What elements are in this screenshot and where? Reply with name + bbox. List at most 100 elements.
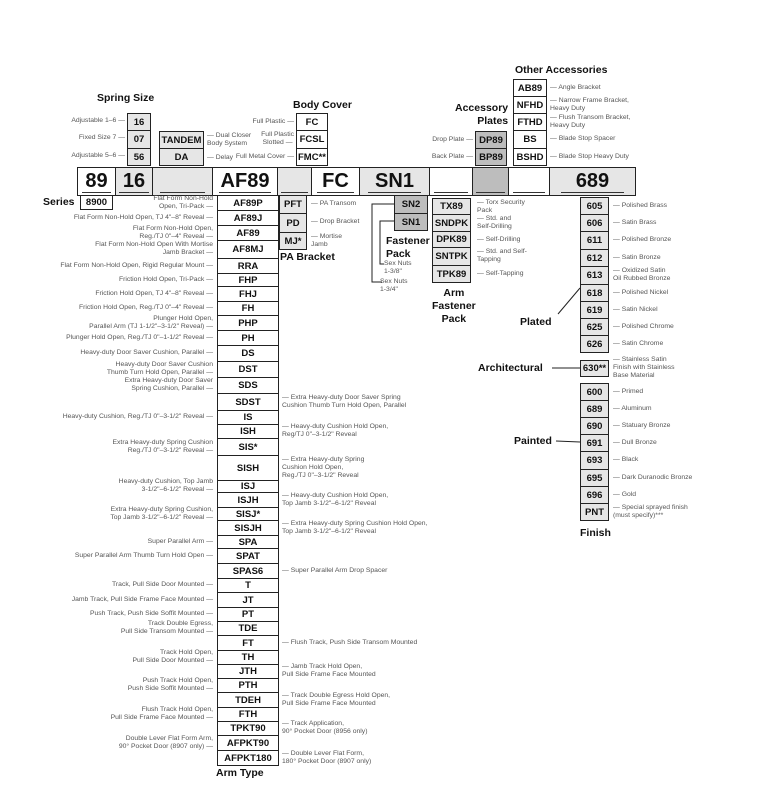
- body-cover-title: Body Cover: [293, 99, 352, 111]
- arm-type-label: Double Lever Flat Form Arm, 90° Pocket D…: [119, 735, 213, 751]
- tandem-option[interactable]: DA: [159, 148, 204, 166]
- finish-label: Polished Chrome: [613, 323, 674, 331]
- arm-fastener-label: Self-Drilling: [477, 236, 521, 244]
- order-field-spring-size[interactable]: 16: [115, 167, 153, 196]
- finish-label: Satin Bronze: [613, 254, 661, 262]
- finish-label: Satin Chrome: [613, 340, 664, 348]
- finish-option[interactable]: 626: [580, 335, 609, 353]
- arm-type-label: Heavy-duty Door Saver Cushion Thumb Turn…: [107, 361, 213, 377]
- finish-label: Aluminum: [613, 405, 651, 413]
- finish-label: Dark Duranodic Bronze: [613, 474, 693, 482]
- pa-bracket-option[interactable]: PFT: [279, 195, 307, 214]
- order-field-arm-fastener-pack[interactable]: [429, 167, 473, 196]
- arm-type-label: Extra Heavy-duty Spring Cushion, Top Jam…: [110, 506, 213, 522]
- finish-option[interactable]: 600: [580, 383, 609, 401]
- arm-type-label: Heavy-duty Door Saver Cushion, Parallel: [80, 349, 213, 357]
- arm-fastener-option[interactable]: TPK89: [432, 265, 471, 283]
- arm-type-label: Jamb Track Hold Open, Pull Side Frame Fa…: [282, 663, 376, 679]
- order-field-accessory-plate[interactable]: [472, 167, 509, 196]
- arm-type-label: Track Hold Open, Pull Side Door Mounted: [133, 649, 213, 665]
- order-field-arm-type[interactable]: AF89: [212, 167, 278, 196]
- arm-type-label: Extra Heavy-duty Door Saver Spring Cushi…: [282, 394, 406, 410]
- arm-fastener-label: Self-Tapping: [477, 270, 524, 278]
- plated-line: [557, 287, 581, 315]
- order-field-value: AF89: [218, 170, 272, 193]
- order-field-body-cover[interactable]: FC: [311, 167, 360, 196]
- arm-fastener-label: Torx Security Pack: [477, 199, 525, 215]
- arm-type-label: Friction Hold Open, Tri-Pack: [119, 276, 213, 284]
- arm-type-label: Flat Form Non-Hold Open, TJ 4"–8" Reveal: [74, 214, 213, 222]
- order-field-value: [280, 170, 309, 193]
- order-field-fastener-pack[interactable]: SN1: [359, 167, 430, 196]
- order-field-other-accessory[interactable]: [508, 167, 550, 196]
- arm-type-label: Extra Heavy-duty Spring Cushion Hold Ope…: [282, 520, 427, 536]
- pa-bracket-option[interactable]: MJ*: [279, 232, 307, 250]
- finish-label: Satin Brass: [613, 219, 657, 227]
- series-option-8900[interactable]: 8900: [80, 195, 113, 210]
- finish-label: Polished Bronze: [613, 236, 672, 244]
- pa-bracket-label: PA Transom: [311, 200, 357, 208]
- painted-line: [555, 440, 581, 443]
- other-accessory-option[interactable]: BSHD: [513, 148, 547, 166]
- painted-group-label: Painted: [514, 435, 552, 447]
- order-field-value: 689: [560, 170, 625, 193]
- finish-label: Special sprayed finish (must specify)***: [613, 504, 688, 520]
- order-field-value: [434, 170, 468, 193]
- arm-type-option[interactable]: SDS: [217, 377, 279, 394]
- arm-type-label: Flat Form Non-Hold Open With Mortise Jam…: [95, 241, 213, 257]
- arm-type-label: Super Parallel Arm Thumb Turn Hold Open: [75, 552, 213, 560]
- order-field-value: 89: [81, 170, 112, 193]
- spring-option[interactable]: 56: [127, 148, 151, 166]
- order-field-value: [513, 170, 545, 193]
- arm-type-label: Friction Hold Open, TJ 4"–8" Reveal: [95, 290, 213, 298]
- arm-type-option[interactable]: IS: [217, 410, 279, 425]
- other-accessory-label: Blade Stop Heavy Duty: [550, 153, 629, 161]
- order-field-value: [159, 170, 206, 193]
- arm-type-label: Double Lever Flat Form, 180° Pocket Door…: [282, 750, 371, 766]
- spring-option-label: Adjustable 5–6: [71, 152, 125, 160]
- arm-type-label: Track, Pull Side Door Mounted: [112, 581, 213, 589]
- body-cover-option[interactable]: FMC**: [296, 148, 328, 166]
- arm-fastener-label: Std. and Self-Drilling: [477, 215, 512, 231]
- finish-label: Black: [613, 456, 639, 464]
- sex-nuts-label: Sex Nuts 1-3/8": [384, 260, 412, 275]
- other-accessories-title: Other Accessories: [515, 64, 608, 76]
- tandem-option-label: Delay: [207, 154, 233, 162]
- series-title: Series: [43, 196, 75, 208]
- spring-size-title: Spring Size: [97, 92, 155, 104]
- architectural-group-label: Architectural: [478, 362, 543, 374]
- accessory-plate-label: Back Plate: [432, 153, 473, 161]
- finish-option[interactable]: 619: [580, 301, 609, 319]
- fastener-sn2-line: [371, 203, 394, 283]
- finish-title: Finish: [580, 527, 611, 539]
- order-field-value: FC: [317, 170, 354, 193]
- order-field-series[interactable]: 89: [77, 167, 116, 196]
- arm-type-option[interactable]: AFPKT180: [217, 750, 279, 766]
- arm-type-label: Flat Form Non-Hold Open, Rigid Regular M…: [60, 262, 213, 270]
- finish-label: Oxidized Satin Oil Rubbed Bronze: [613, 267, 670, 283]
- pa-bracket-label: Drop Bracket: [311, 218, 360, 226]
- finish-option[interactable]: 630**: [580, 360, 609, 377]
- arm-type-option[interactable]: SISH: [217, 455, 279, 481]
- order-field-finish[interactable]: 689: [549, 167, 636, 196]
- accessory-plate-option[interactable]: BP89: [475, 148, 507, 166]
- body-cover-label: Full Metal Cover: [236, 153, 294, 161]
- arm-type-label: Super Parallel Arm Drop Spacer: [282, 567, 388, 575]
- accessory-plate-label: Drop Plate: [432, 136, 473, 144]
- pa-bracket-label: Mortise Jamb: [311, 233, 342, 249]
- arm-type-label: Super Parallel Arm: [148, 538, 213, 546]
- spring-option-label: Adjustable 1–6: [71, 117, 125, 125]
- arm-type-label: Flush Track, Push Side Transom Mounted: [282, 639, 418, 647]
- arm-type-label: Heavy-duty Cushion Hold Open, Top Jamb 3…: [282, 492, 388, 508]
- fastener-pack-option[interactable]: SN1: [394, 213, 428, 231]
- arm-fastener-label: Std. and Self- Tapping: [477, 248, 527, 264]
- arm-type-label: Heavy-duty Cushion Hold Open, Reg/TJ 0"–…: [282, 423, 388, 439]
- finish-label: Gold: [613, 491, 636, 499]
- arm-type-label: Extra Heavy-duty Spring Cushion Reg./TJ …: [113, 439, 214, 455]
- order-field-pa-bracket[interactable]: [277, 167, 312, 196]
- spring-option-label: Fixed Size 7: [79, 134, 125, 142]
- arm-type-label: Heavy-duty Cushion, Reg./TJ 0"–3-1/2" Re…: [63, 413, 213, 421]
- arm-type-label: Jamb Track, Pull Side Frame Face Mounted: [72, 596, 213, 604]
- arm-type-label: Push Track Hold Open, Push Side Soffit M…: [128, 677, 213, 693]
- finish-option[interactable]: PNT: [580, 503, 609, 521]
